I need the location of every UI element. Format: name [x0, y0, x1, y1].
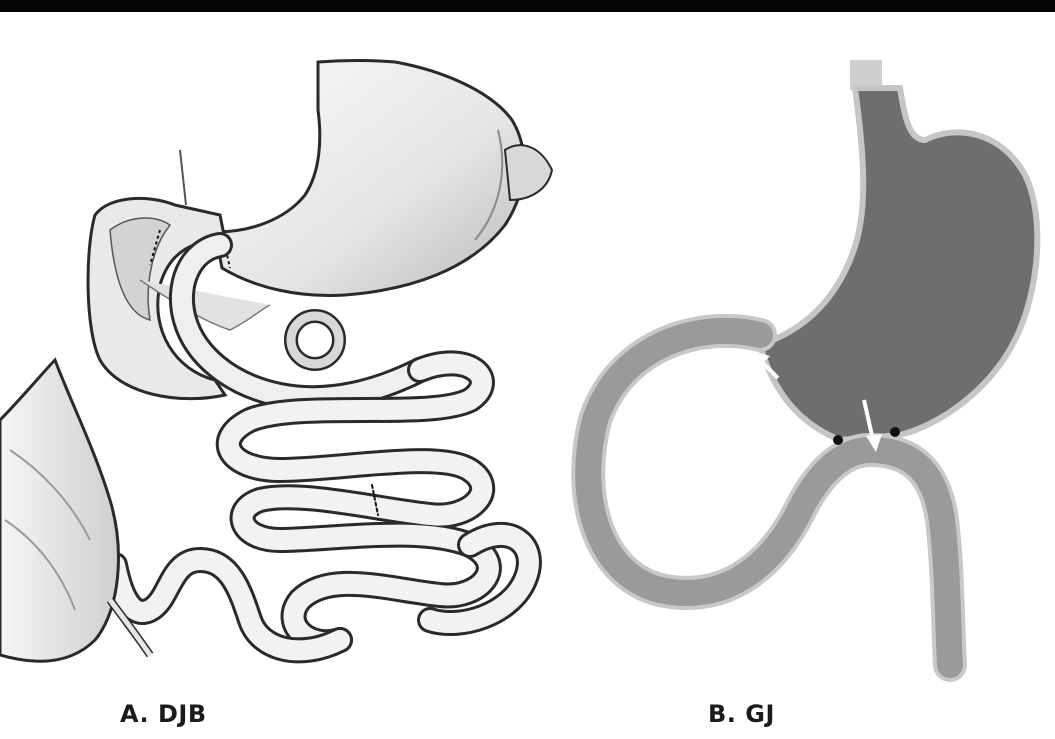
caption-a: A. DJB [120, 700, 207, 728]
caption-b: B. GJ [708, 700, 775, 728]
stomach-b [760, 88, 1037, 440]
